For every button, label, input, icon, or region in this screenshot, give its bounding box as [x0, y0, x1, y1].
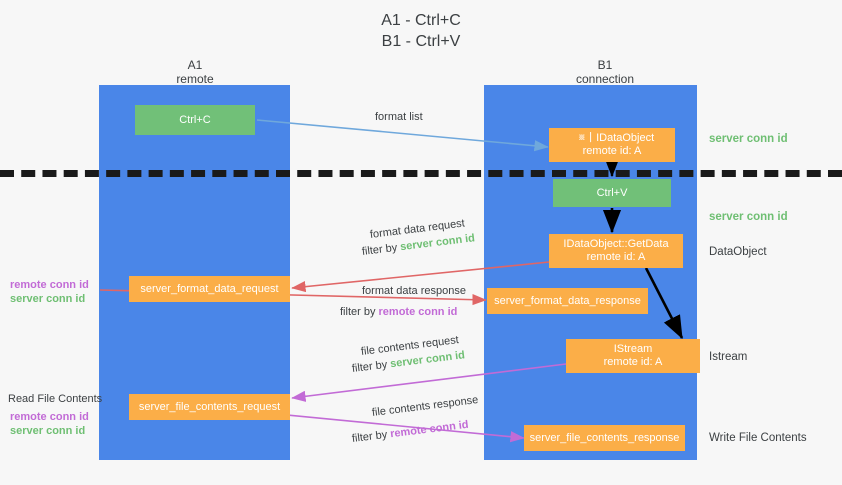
box-server-file-contents-request[interactable]: server_file_contents_request: [129, 394, 290, 420]
box-sfdreq-line1: server_format_data_request: [140, 282, 279, 295]
label-format-data-response: format data response: [362, 285, 466, 297]
annotation-server-conn-id-1: server conn id: [709, 133, 788, 145]
box-ctrl-v[interactable]: Ctrl+V: [553, 179, 671, 207]
label-file-contents-response: file contents response: [371, 393, 479, 420]
label-fdres-filter-prefix: filter by: [340, 306, 379, 318]
phase-divider: [0, 170, 842, 177]
label-fcres-filter-prefix: filter by: [351, 428, 391, 445]
annotation-server-conn-id-2: server conn id: [709, 211, 788, 223]
label-fcres-text: file contents response: [371, 394, 479, 419]
box-ctrl-c[interactable]: Ctrl+C: [135, 105, 255, 135]
annotation-server-conn-id-4: server conn id: [10, 425, 86, 437]
box-getdata-line2: remote id: A: [586, 251, 646, 263]
annotation-remote-conn-id-2: remote conn id: [10, 411, 89, 423]
label-fdreq-filter-prefix: filter by: [361, 241, 401, 258]
box-idataobject[interactable]: ␧丨IDataObject remote id: A: [549, 128, 675, 162]
box-sfcres-line1: server_file_contents_response: [529, 431, 680, 444]
annotation-left-group-1: remote conn id server conn id: [10, 278, 89, 306]
annotation-left-group-2: remote conn id server conn id: [10, 410, 89, 438]
column-header-b1: B1 connection: [540, 58, 670, 86]
box-server-format-data-response[interactable]: server_format_data_response: [487, 288, 648, 314]
label-fcres-filter-key: remote conn id: [389, 418, 470, 441]
box-getdata-line1: IDataObject::GetData: [563, 238, 669, 250]
annotation-dataobject: DataObject: [709, 246, 767, 258]
annotation-write-file-contents: Write File Contents: [709, 432, 807, 444]
box-server-format-data-request[interactable]: server_format_data_request: [129, 276, 290, 302]
column-a1-sub: remote: [176, 72, 214, 86]
column-b1-sub: connection: [575, 72, 635, 86]
annotation-remote-conn-id-1: remote conn id: [10, 279, 89, 291]
diagram-title: A1 - Ctrl+C B1 - Ctrl+V: [381, 12, 461, 50]
annotation-read-file-contents: Read File Contents: [8, 393, 103, 405]
label-format-data-response-filter: filter by remote conn id: [340, 305, 457, 319]
box-idataobject-getdata[interactable]: IDataObject::GetData remote id: A: [549, 234, 683, 268]
column-b1-name: B1: [597, 58, 613, 72]
box-idataobject-line2: remote id: A: [582, 145, 642, 157]
box-idataobject-line1: ␧丨IDataObject: [569, 132, 655, 144]
label-format-list: format list: [375, 111, 423, 123]
box-ctrl-c-line1: Ctrl+C: [179, 113, 211, 126]
box-istream[interactable]: IStream remote id: A: [566, 339, 700, 373]
box-istream-line1: IStream: [613, 343, 653, 355]
box-sfdres-line1: server_format_data_response: [494, 294, 641, 307]
column-a1-name: A1: [187, 58, 203, 72]
label-fdres-filter-key: remote conn id: [378, 306, 458, 318]
box-istream-line2: remote id: A: [603, 356, 663, 368]
box-server-file-contents-response[interactable]: server_file_contents_response: [524, 425, 685, 451]
box-sfcreq-line1: server_file_contents_request: [138, 400, 281, 413]
annotation-istream: Istream: [709, 351, 748, 363]
box-ctrl-v-line1: Ctrl+V: [596, 186, 628, 199]
column-header-a1: A1 remote: [130, 58, 260, 86]
label-fcreq-filter-prefix: filter by: [351, 358, 391, 375]
annotation-server-conn-id-3: server conn id: [10, 293, 86, 305]
label-file-contents-response-filter: filter by remote conn id: [351, 418, 469, 446]
